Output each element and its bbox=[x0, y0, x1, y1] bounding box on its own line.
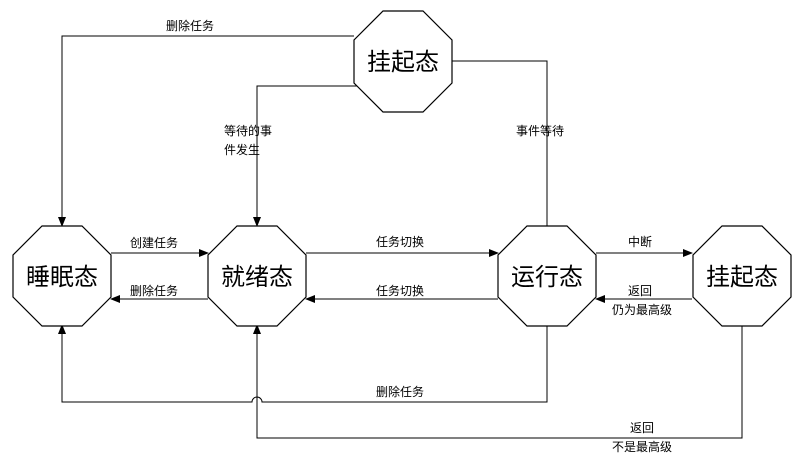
label-create-task: 创建任务 bbox=[130, 235, 178, 250]
label-interrupt: 中断 bbox=[628, 234, 652, 249]
label-wait-event-line2: 件发生 bbox=[224, 142, 260, 157]
edge-event-wait bbox=[452, 60, 548, 226]
state-running: 运行态 bbox=[497, 225, 597, 327]
edge-return-not-highest bbox=[253, 324, 743, 439]
label-delete-task-ready: 删除任务 bbox=[130, 283, 178, 298]
state-suspended-right-label: 挂起态 bbox=[706, 263, 778, 291]
state-suspended-top-label: 挂起态 bbox=[367, 48, 439, 76]
edge-delete-task-bottom bbox=[58, 324, 548, 403]
state-sleep-label: 睡眠态 bbox=[26, 263, 98, 291]
label-wait-event-line1: 等待的事 bbox=[224, 123, 272, 138]
state-suspended-top: 挂起态 bbox=[353, 10, 453, 113]
label-delete-task-top: 删除任务 bbox=[166, 18, 214, 33]
state-ready-label: 就绪态 bbox=[221, 263, 293, 291]
label-task-switch-to-running: 任务切换 bbox=[376, 234, 424, 249]
label-return-still-highest-line1: 返回 bbox=[628, 284, 652, 298]
label-return-not-highest-line2: 不是最高级 bbox=[612, 439, 672, 454]
state-ready: 就绪态 bbox=[207, 225, 307, 327]
label-delete-task-bottom: 删除任务 bbox=[376, 384, 424, 399]
state-running-label: 运行态 bbox=[511, 263, 583, 291]
label-return-still-highest-line2: 仍为最高级 bbox=[612, 302, 672, 317]
state-sleep: 睡眠态 bbox=[12, 225, 112, 327]
label-event-wait: 事件等待 bbox=[516, 124, 564, 138]
label-return-not-highest-line1: 返回 bbox=[630, 421, 654, 435]
label-task-switch-to-ready: 任务切换 bbox=[376, 283, 424, 298]
edge-delete-task-top bbox=[58, 35, 354, 227]
state-suspended-right: 挂起态 bbox=[692, 225, 792, 327]
edge-wait-event-occurred bbox=[253, 85, 373, 227]
